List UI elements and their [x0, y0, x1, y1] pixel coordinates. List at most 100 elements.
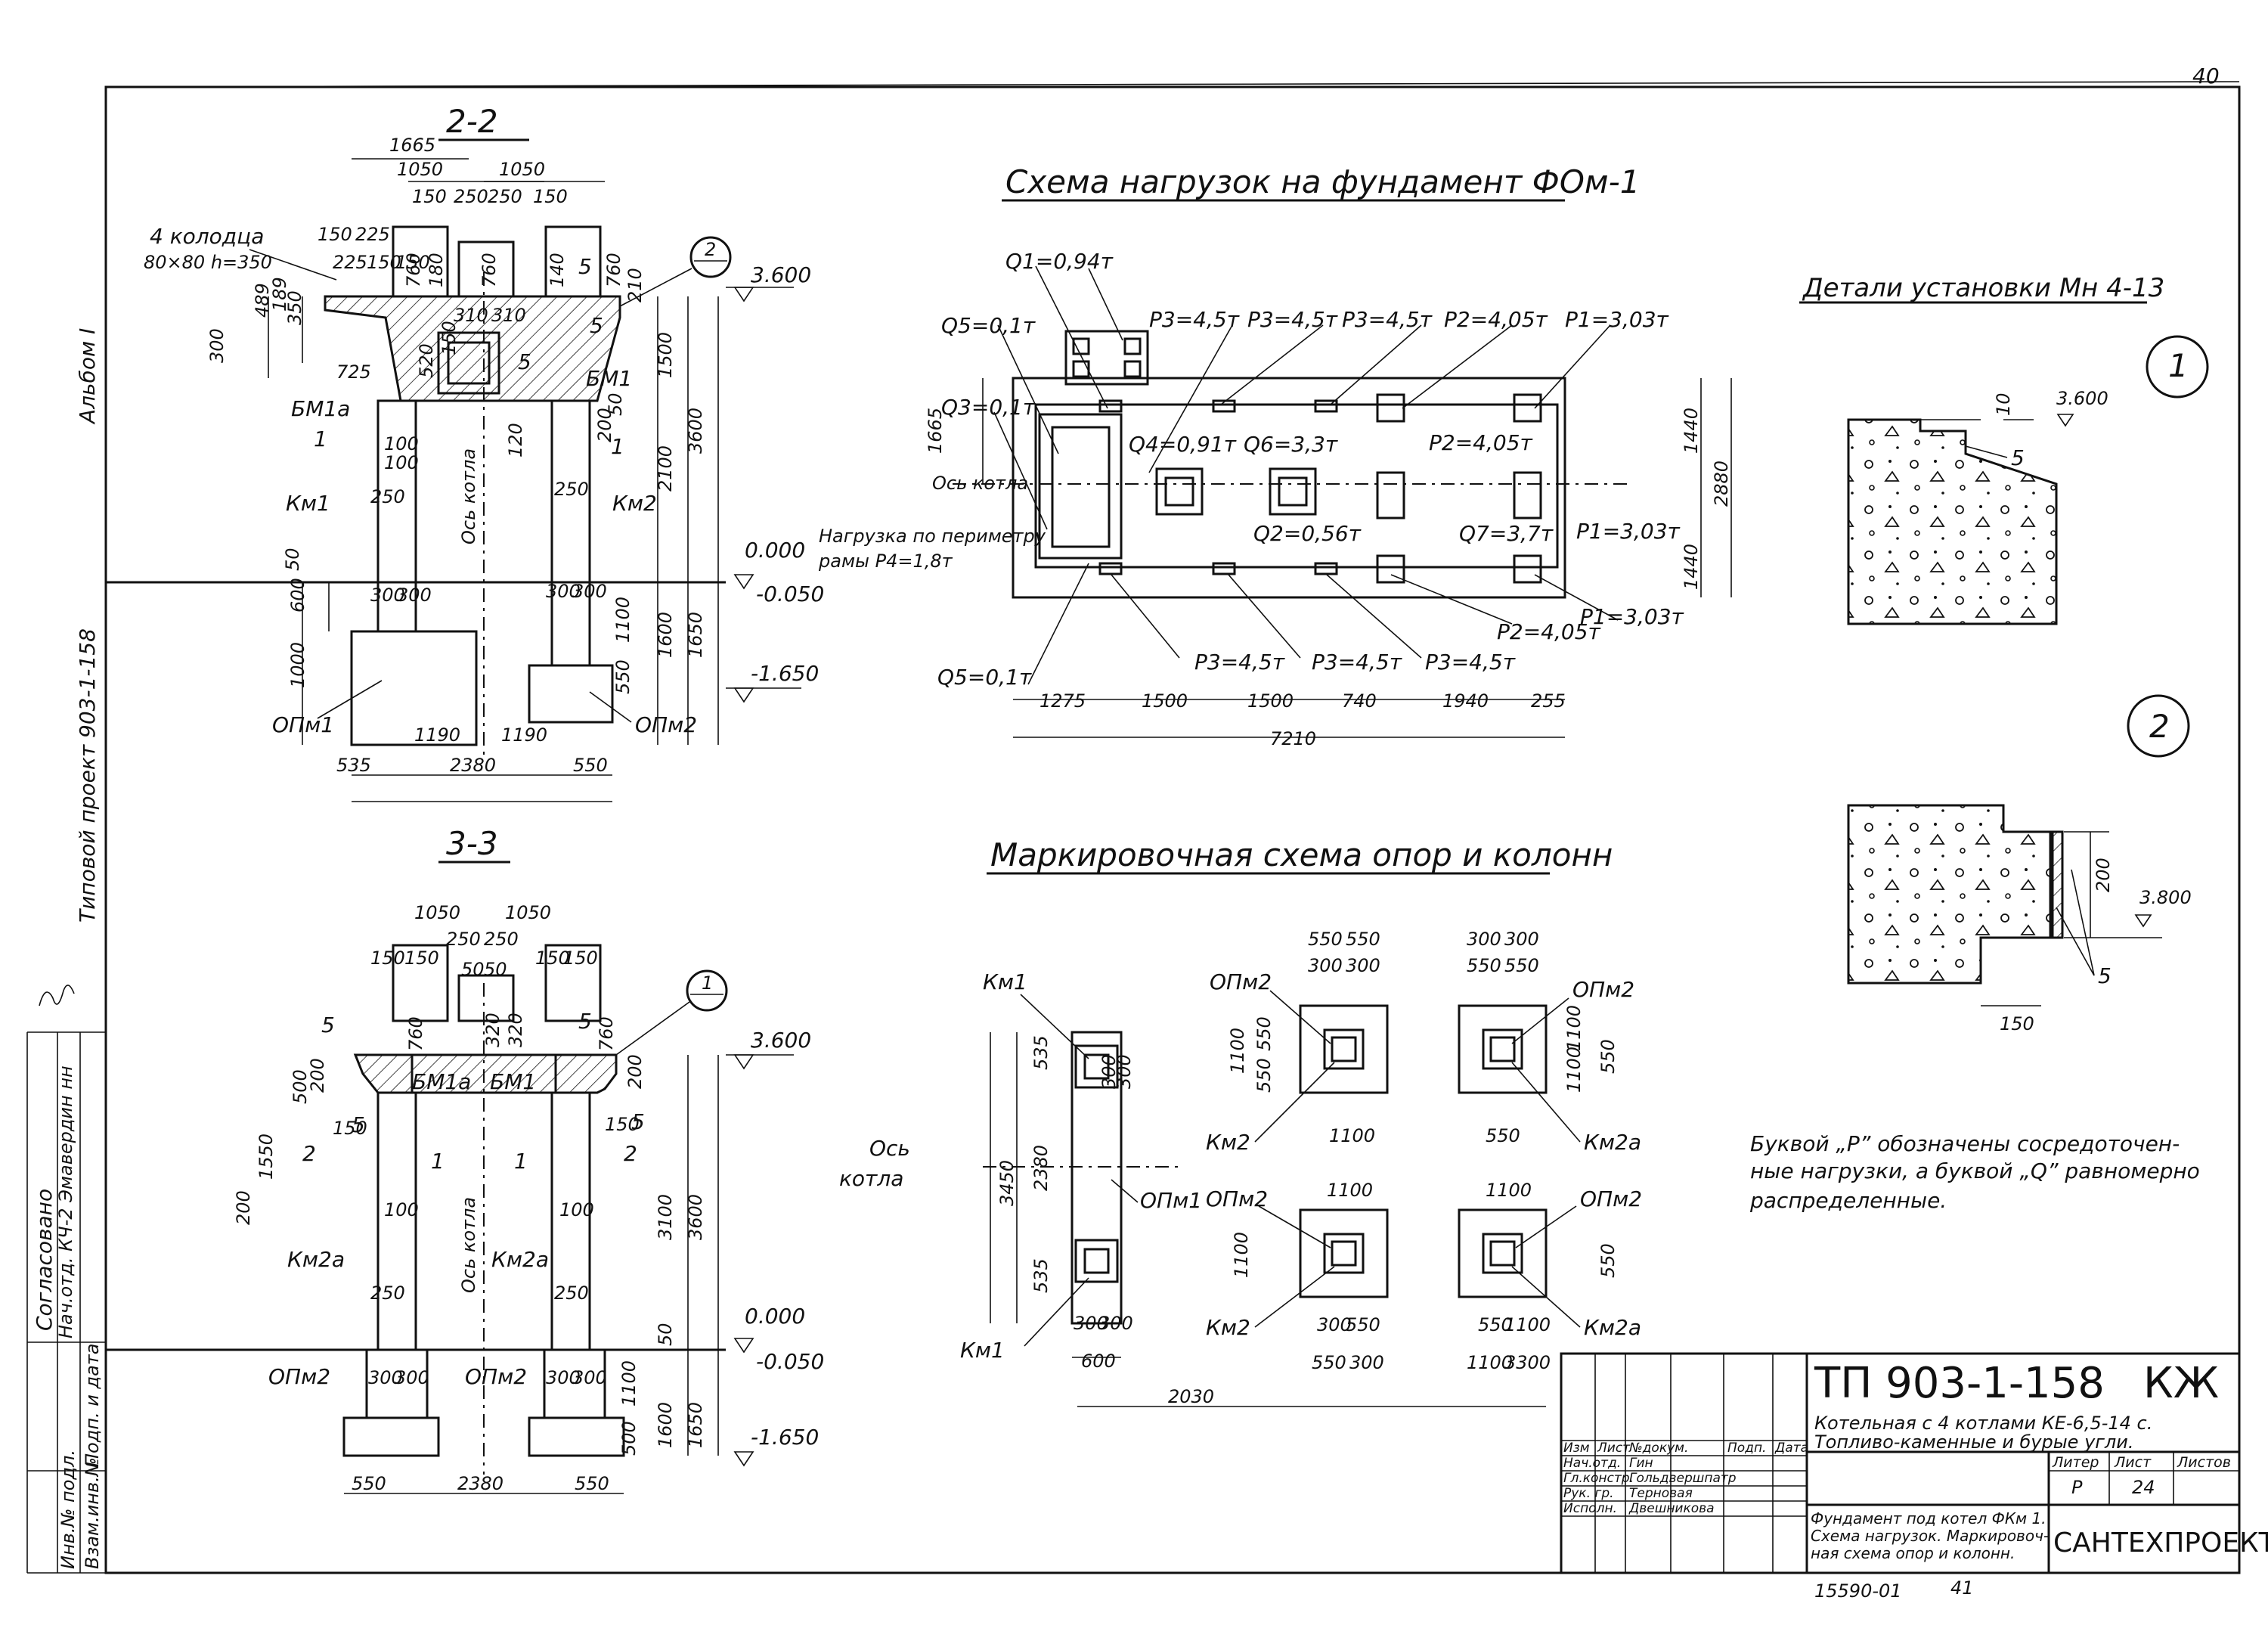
- stamp-mark: КЖ: [2143, 1359, 2219, 1408]
- mark-1b: 1: [611, 434, 624, 459]
- mk-dim-300l: 1100: [1504, 1314, 1551, 1335]
- load-dim-1500a: 1500: [1142, 690, 1188, 712]
- mark33-5a: 5: [321, 1013, 335, 1037]
- mark33-km2a-l: Км2а: [287, 1247, 345, 1272]
- loads-title: Схема нагрузок на фундамент ФОм-1: [1005, 163, 1640, 200]
- load-p3-4: P3=4,5т: [1194, 650, 1285, 675]
- foundation-plan: [1012, 377, 1566, 599]
- section-2-2: 2-2 1665 1050 1050: [106, 103, 824, 802]
- mark-km2-2: Км2: [1206, 1315, 1250, 1340]
- dim33-320b: 320: [505, 1013, 526, 1047]
- stamp-sheet-no: 41: [1950, 1577, 1974, 1599]
- dim33-250a: 250: [446, 929, 481, 950]
- dim-300d: 300: [546, 581, 581, 602]
- dim-489: 489: [252, 283, 273, 318]
- dim33-250d: 250: [554, 1282, 589, 1304]
- detail-1-dim: 10: [1993, 392, 2014, 416]
- load-p3-2: P3=4,5т: [1247, 307, 1338, 332]
- detail-1-section: [1847, 418, 2058, 625]
- dim33-300a: 300: [368, 1367, 403, 1388]
- dim33-300d: 300: [572, 1367, 607, 1388]
- marking-axis-2: котла: [839, 1166, 903, 1191]
- side-row-3: Подп. и дата: [82, 1344, 103, 1468]
- mk-dim-1100d: 550: [1486, 1125, 1520, 1146]
- mark-km2a-2: Км2а: [1584, 1315, 1641, 1340]
- footing-opm2-left: [342, 1416, 440, 1457]
- load-dim-1440b: 1440: [1681, 544, 1702, 590]
- dim-1665: 1665: [389, 135, 435, 156]
- detail-2-mark: 5: [2098, 963, 2112, 988]
- opm2-plan-1: [1299, 1004, 1389, 1094]
- mk-dim-300b: 300: [1114, 1054, 1135, 1089]
- mark-bm1a: БМ1а: [291, 396, 350, 421]
- load-q4: Q4=0,91т: [1129, 432, 1237, 457]
- mk-dim-300g: 550: [1467, 955, 1501, 976]
- detail-2-level: 3.800: [2139, 887, 2192, 908]
- mark-opm1: ОПм1: [1140, 1188, 1202, 1213]
- mark33-5b: 5: [578, 1009, 592, 1034]
- stamp-object-2: Топливо-каменные и бурые угли.: [1814, 1431, 2133, 1453]
- dim-2100: 2100: [655, 445, 676, 492]
- mark-km2-1: Км2: [1206, 1130, 1250, 1155]
- dim33-250b: 250: [484, 929, 519, 950]
- dim-200: 200: [594, 408, 615, 442]
- stamp-inv: 15590-01: [1814, 1580, 1902, 1602]
- load-p3-1: P3=4,5т: [1149, 307, 1240, 332]
- load-p1-bottom: P1=3,03т: [1580, 604, 1684, 629]
- note-line-3: распределенные.: [1749, 1188, 1947, 1213]
- mk-dim-1100a: 1100: [1227, 1028, 1248, 1074]
- mark-1a: 1: [314, 426, 327, 451]
- load-p3-5: P3=4,5т: [1312, 650, 1402, 675]
- stamp-r3-name: Двешникова: [1628, 1501, 1715, 1516]
- project-vertical: Типовой проект 903-1-158: [75, 628, 100, 923]
- perimeter-note-1: Нагрузка по периметру: [819, 526, 1046, 547]
- mk-dim-535b: 535: [1030, 1258, 1052, 1293]
- note-line-1: Буквой „P” обозначены сосредоточен-: [1750, 1131, 2180, 1156]
- dim33-550b: 550: [575, 1473, 609, 1494]
- dim-725: 725: [336, 361, 371, 383]
- dim-250d: 250: [554, 479, 589, 500]
- mk-dim-300i: 300: [1317, 1314, 1352, 1335]
- mk-dim-300f: 300: [1346, 955, 1380, 976]
- stamp-lit-head: Литер: [2052, 1454, 2099, 1471]
- dim33-3100: 3100: [655, 1194, 676, 1240]
- stamp-r0-role: Нач.отд.: [1563, 1456, 1621, 1471]
- dim-50a: 50: [605, 392, 626, 416]
- detail-2-dim: 200: [2093, 858, 2114, 892]
- dim33-1050a: 1050: [414, 902, 460, 923]
- dim33-760b: 760: [596, 1016, 617, 1051]
- mark-5b: 5: [518, 349, 531, 374]
- dim-550b: 550: [573, 755, 608, 776]
- level33-m1650: -1.650: [751, 1425, 819, 1450]
- dim33-1050b: 1050: [505, 902, 551, 923]
- mark-km1-bottom: Км1: [960, 1338, 1005, 1363]
- mark-opm2-4: ОПм2: [1580, 1186, 1642, 1211]
- mark33-bm1: БМ1: [490, 1069, 536, 1094]
- mark33-bm1a: БМ1а: [412, 1069, 471, 1094]
- agreed-label: Согласовано: [32, 1189, 57, 1331]
- dim-760c: 760: [603, 253, 624, 287]
- dim33-50b: 50: [484, 959, 507, 980]
- dim33-2380: 2380: [457, 1473, 503, 1494]
- side-row-2: Инв.№ подл.: [57, 1450, 79, 1569]
- dim-760b: 760: [403, 253, 424, 287]
- dim33-150c: 150: [535, 948, 570, 969]
- dim-210: 210: [624, 268, 646, 302]
- detail-1-num: 1: [2168, 347, 2189, 384]
- level33-3600: 3.600: [751, 1028, 811, 1053]
- mk-dim-1100e: 1100: [1327, 1180, 1373, 1201]
- footing-opm2-right: [528, 1416, 625, 1457]
- note: Буквой „P” обозначены сосредоточен- ные …: [1749, 1131, 2200, 1213]
- dim-100b: 100: [384, 452, 419, 473]
- column-km2a-left: [376, 1091, 417, 1351]
- dim-300a: 300: [206, 328, 228, 363]
- stamp-h-date: Дата: [1774, 1441, 1808, 1456]
- level-0000: 0.000: [745, 538, 805, 563]
- note-hole: 4 колодца: [150, 224, 264, 249]
- load-q5-bottom: Q5=0,1т: [937, 665, 1032, 690]
- stamp-h-sign: Подп.: [1727, 1441, 1766, 1456]
- load-p2-top: P2=4,05т: [1444, 307, 1548, 332]
- dim33-200a: 200: [307, 1058, 328, 1093]
- dim-250c: 250: [370, 486, 405, 507]
- level-m0050: -0.050: [756, 582, 824, 606]
